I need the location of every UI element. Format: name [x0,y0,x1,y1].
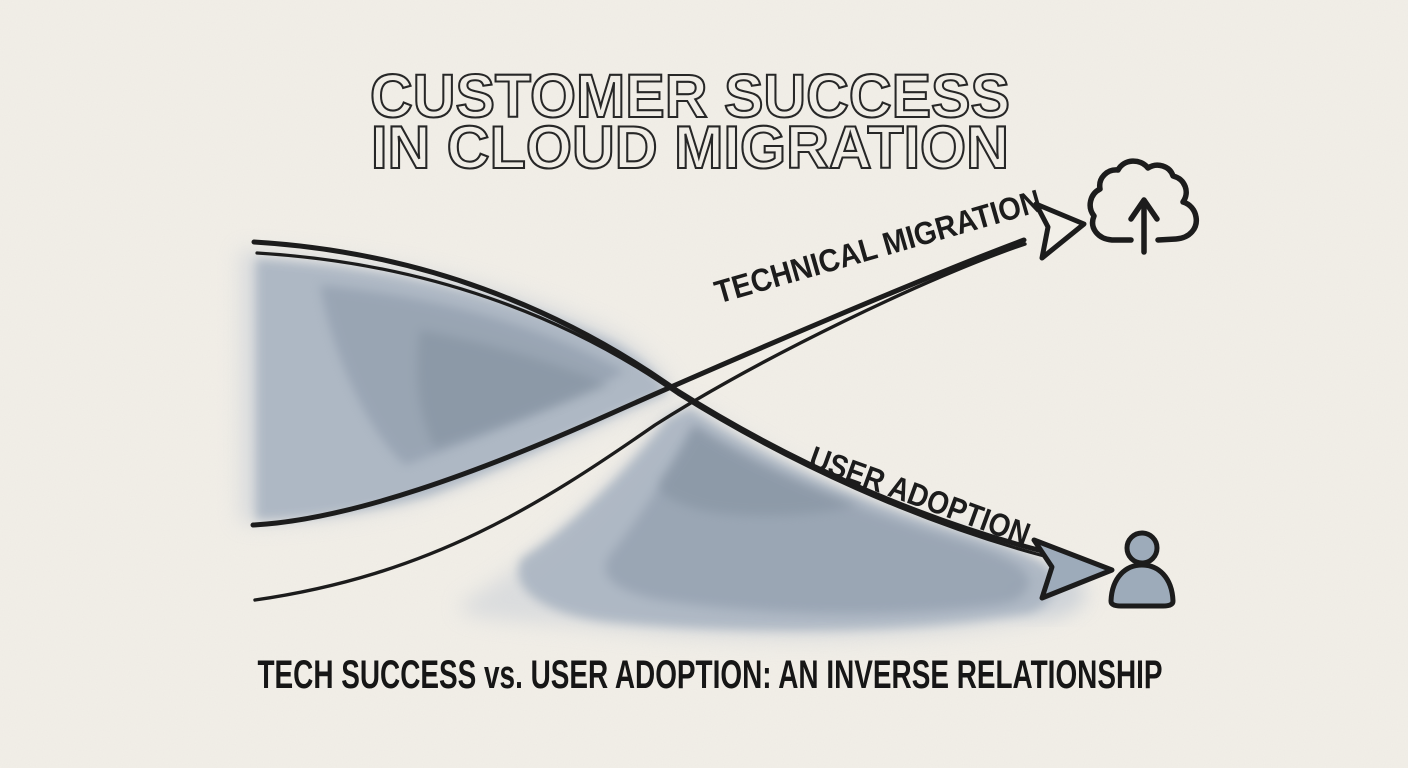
user-arrowhead [1031,537,1115,601]
title-line-2: IN CLOUD MIGRATION [371,114,1009,181]
technical-curve-stroke-main [250,237,1027,528]
user-adoption-curve [251,239,1049,558]
technical-curve-stroke-sketch [253,242,1027,602]
diagram-title: CUSTOMER SUCCESS IN CLOUD MIGRATION [369,61,1011,182]
technical-migration-curve [250,237,1027,602]
person-head [1124,530,1160,566]
person-body [1108,562,1176,609]
caption: TECH SUCCESS vs. USER ADOPTION: AN INVER… [258,653,1163,697]
technical-arrowhead [1033,201,1087,261]
title-line-1: CUSTOMER SUCCESS [370,62,1010,130]
wash-core-left [417,330,610,448]
wash-core-right [659,425,860,516]
user-curve-stroke-main [251,239,1049,555]
cloud-upload-icon [1087,158,1200,255]
watercolor-wash [240,250,1088,640]
cloud-outline [1087,158,1200,243]
person-icon [1108,530,1176,609]
user-curve-stroke-sketch [255,251,1046,558]
upload-arrow-head [1128,197,1160,222]
